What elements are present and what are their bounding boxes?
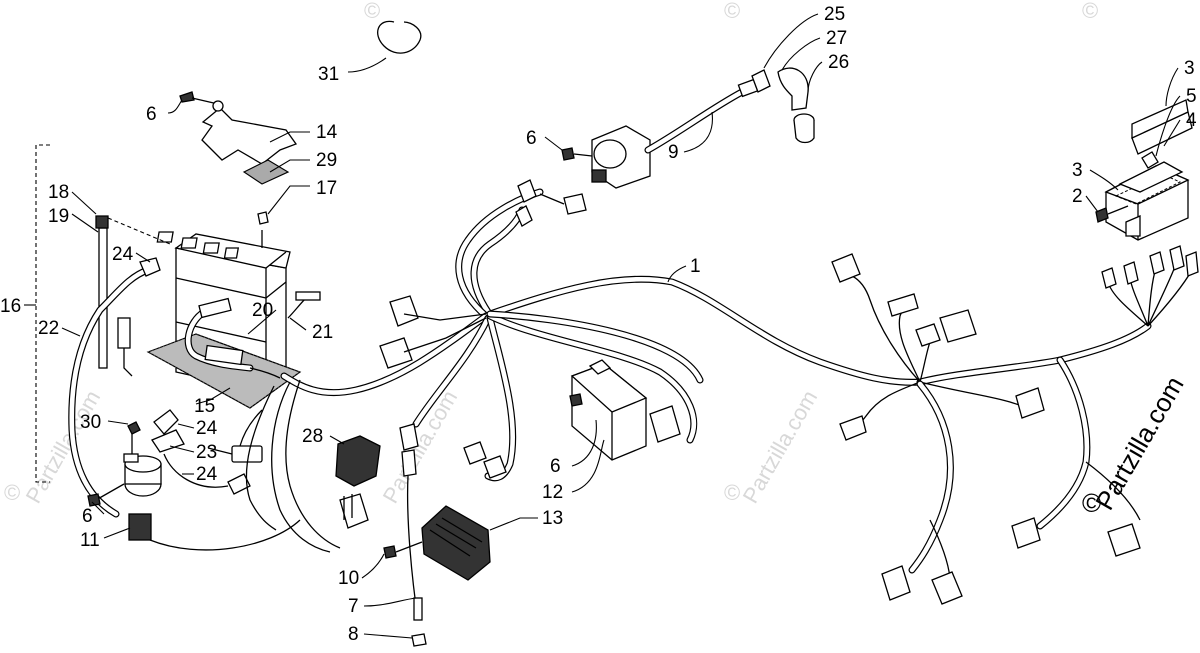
voltage-regulator: [383, 505, 491, 581]
callout-17: 17: [316, 178, 337, 199]
watermark-copyright-glyph: ©: [724, 0, 740, 23]
callout-1: 1: [690, 256, 701, 277]
callout-24-boot-upper: 24: [196, 418, 218, 439]
watermark-brand: Partzilla.com: [738, 386, 823, 508]
watermark-brand: Partzilla.com: [378, 386, 463, 508]
callout-2: 2: [1072, 186, 1083, 207]
callout-22: 22: [38, 318, 59, 339]
relay: [335, 435, 381, 529]
callout-3-fuse: 3: [1072, 160, 1083, 181]
callout-27: 27: [826, 28, 847, 49]
callout-labels: 31 6 14 29 17 18 19 24 16 20 21 22 15 30…: [0, 4, 1197, 645]
spark-plug-cap: [751, 67, 815, 144]
callout-19: 19: [48, 206, 69, 227]
watermark-copyright-large: ©: [1082, 488, 1101, 518]
callout-25: 25: [824, 4, 845, 25]
callout-8: 8: [348, 624, 359, 645]
callout-21: 21: [312, 322, 333, 343]
callout-13: 13: [542, 508, 563, 529]
battery-cable-positive: [184, 291, 321, 379]
watermark-brand-large: Partzilla.com: [1089, 371, 1189, 515]
callout-12: 12: [542, 482, 563, 503]
callout-24-boot-lower: 24: [196, 464, 218, 485]
fuse-box: [1095, 99, 1193, 241]
callout-14: 14: [316, 122, 338, 143]
terminal-connectors: [1101, 245, 1199, 289]
main-wiring-harness: [149, 179, 924, 553]
starter-solenoid: [87, 421, 162, 541]
callout-5: 5: [1186, 86, 1197, 107]
callout-30: 30: [80, 412, 101, 433]
ignition-coil: [561, 78, 759, 189]
callout-4: 4: [1186, 110, 1197, 131]
watermark-layer: © © © © © Partzilla.com Partzilla.com Pa…: [4, 0, 1098, 508]
watermark-copyright-glyph: ©: [724, 480, 740, 505]
callout-16: 16: [0, 296, 21, 317]
callout-23: 23: [196, 442, 217, 463]
callout-31: 31: [318, 64, 339, 85]
watermark-copyright-glyph: ©: [4, 480, 20, 505]
callout-26: 26: [828, 52, 849, 73]
hose-clamp: [377, 20, 422, 54]
negative-battery-cable: [68, 257, 161, 518]
callout-20: 20: [252, 300, 273, 321]
cdi-unit: [569, 359, 681, 461]
callout-3-fuse-cover: 3: [1184, 58, 1195, 79]
callout-6-cdi-bolt: 6: [550, 456, 561, 477]
callout-6-coil-bolt: 6: [526, 128, 537, 149]
callout-15: 15: [194, 396, 215, 417]
callout-7: 7: [348, 596, 359, 617]
vent-tube: [95, 215, 171, 369]
callout-24-battery: 24: [112, 244, 134, 265]
battery-cover: [179, 91, 298, 225]
assembly-bracket-16: [24, 144, 50, 483]
ground-wire: [406, 475, 427, 647]
watermark-copyright-glyph: ©: [364, 0, 380, 23]
leader-lines: [61, 13, 1181, 639]
callout-11: 11: [80, 530, 100, 551]
brand-watermark-large: Partzilla.com ©: [1082, 371, 1190, 518]
callout-6-battery-cover-bolt: 6: [146, 104, 157, 125]
watermark-copyright-glyph: ©: [1082, 0, 1098, 23]
callout-6-solenoid-bolt: 6: [82, 506, 93, 527]
right-harness: [831, 245, 1199, 605]
callout-18: 18: [48, 182, 69, 203]
callout-9: 9: [668, 142, 679, 163]
callout-10: 10: [338, 568, 359, 589]
battery-pad: [146, 333, 302, 409]
callout-28: 28: [302, 426, 323, 447]
callout-29: 29: [316, 150, 337, 171]
